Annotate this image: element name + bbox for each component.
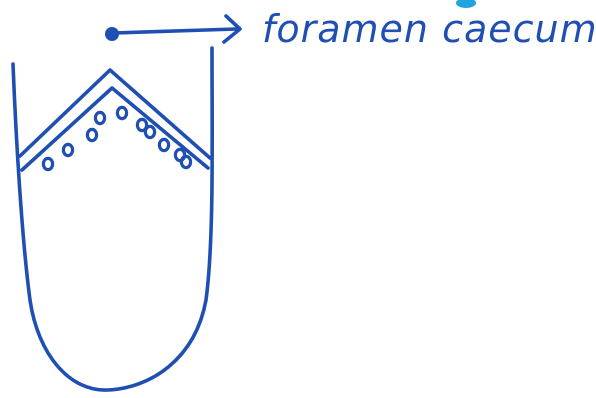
papilla-10 [179,154,193,170]
papilla-4 [93,110,107,126]
papilla-3 [85,127,99,143]
sulcus-terminalis-inner [20,86,210,172]
papilla-7 [143,124,157,140]
arrow-head [222,14,242,44]
highlight-mark [456,0,476,8]
vallate-papillae [41,105,193,172]
papilla-6 [135,117,149,133]
tongue-outline [11,46,215,392]
foramen-caecum-dot [105,27,119,41]
sulcus-terminalis-outer [18,68,212,160]
foramen-caecum-label: foramen caecum [262,7,596,51]
papilla-1 [41,156,55,172]
papilla-5 [115,105,129,121]
papilla-2 [61,142,75,158]
label-arrow [112,27,238,35]
papilla-8 [157,137,171,153]
